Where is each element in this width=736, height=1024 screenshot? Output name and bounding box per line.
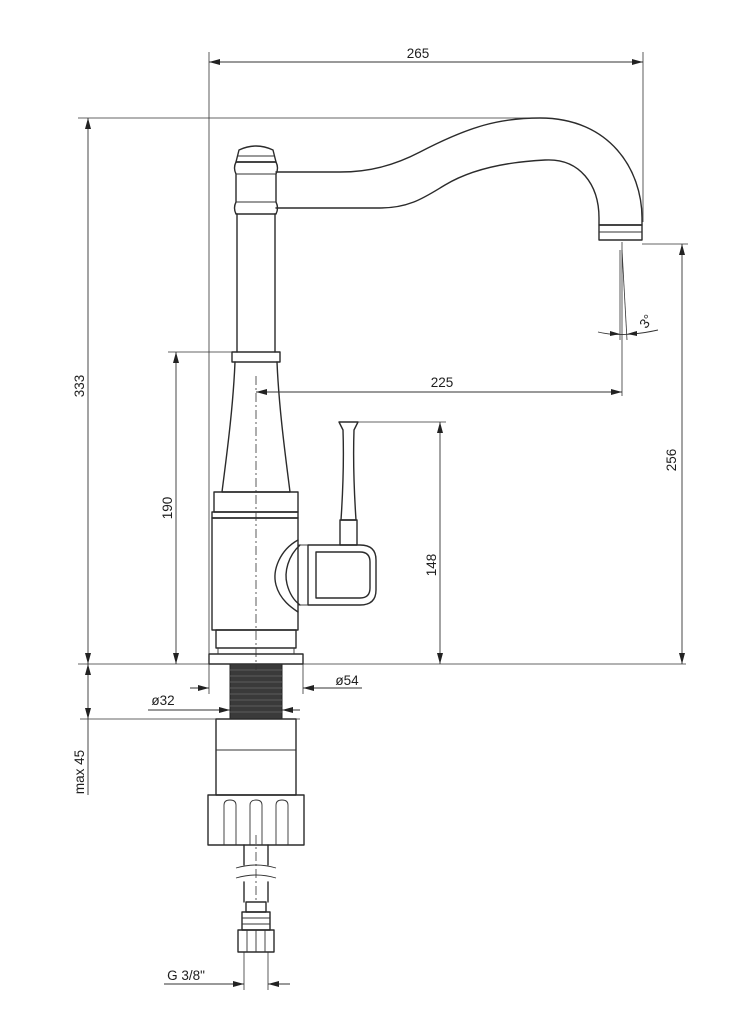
- mid-ring: [231, 351, 281, 363]
- mounting-nut: [215, 718, 297, 796]
- label-connection-thread: G 3/8": [167, 968, 205, 983]
- label-overall-reach: 265: [407, 46, 430, 61]
- top-finial: [235, 145, 277, 163]
- spout: [275, 117, 643, 226]
- label-spout-angle: 3°: [636, 312, 656, 331]
- lever-handle: [338, 421, 359, 521]
- mounting-castle: [207, 794, 305, 846]
- dimension-labels: 265 333 190 225 148 256 ø54 ø32 max 45 G…: [72, 46, 679, 983]
- label-shank-diameter: ø32: [151, 693, 174, 708]
- extension-lines: [78, 52, 688, 990]
- label-body-height: 190: [160, 497, 175, 520]
- lever-hub: [307, 544, 377, 606]
- aerator: [598, 224, 643, 241]
- threaded-shank: [229, 663, 283, 720]
- hose-fitting: [245, 901, 267, 913]
- label-base-diameter: ø54: [335, 673, 359, 688]
- label-handle-height: 148: [424, 554, 439, 577]
- supply-hose: [243, 844, 269, 866]
- top-collar: [233, 161, 279, 215]
- label-overall-height: 333: [72, 375, 87, 398]
- label-spout-reach: 225: [431, 375, 454, 390]
- lever-neck: [274, 539, 299, 613]
- label-max-deck-thickness: max 45: [72, 750, 87, 794]
- dimension-lines: [85, 59, 685, 987]
- label-spout-height: 256: [664, 449, 679, 472]
- faucet-outline: [207, 117, 643, 953]
- upper-column: [236, 213, 276, 353]
